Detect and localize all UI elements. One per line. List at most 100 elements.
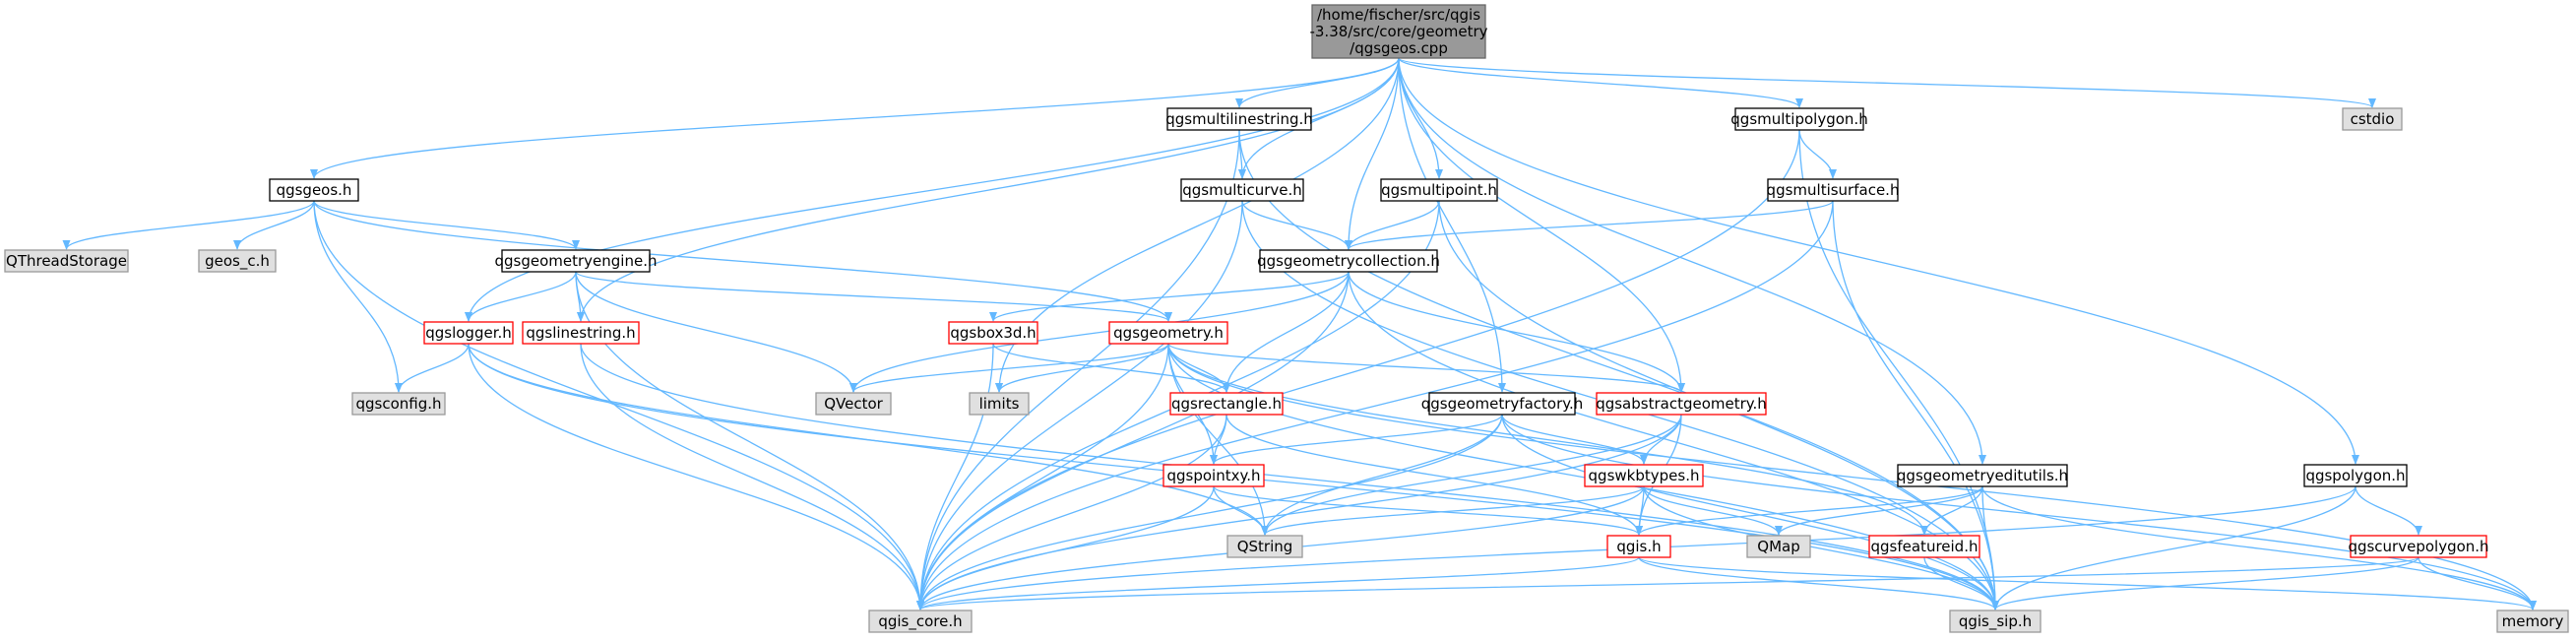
- edge-qgsgeometryeditutils-to-qgsfeatureid: [1920, 485, 1983, 536]
- node-box: [1606, 535, 1671, 558]
- edge-qgspolygon-to-qgscurvepolygon: [2355, 485, 2422, 536]
- node-qgspointxy[interactable]: qgspointxy.h: [1162, 464, 1265, 487]
- node-label: limits: [979, 395, 1020, 413]
- edge-qgsmulticurve-to-qgis-core: [916, 200, 1243, 610]
- node-box: [948, 321, 1038, 345]
- edge-qgslinestring-to-qgis-sip: [580, 343, 1999, 610]
- edge-qgsfeatureid-to-qgis-sip: [1923, 556, 1999, 610]
- edge-qgspolygon-to-qgis-sip: [1991, 485, 2356, 610]
- node-label: QString: [1237, 538, 1293, 555]
- edge-qgsgeometryeditutils-to-qgis-sip: [1981, 485, 1999, 610]
- node-qgsgeos[interactable]: qgsgeos.h: [269, 178, 359, 202]
- edge-root-to-cstdio: [1398, 57, 2376, 108]
- node-box: [1428, 392, 1576, 416]
- node-qmap[interactable]: QMap: [1746, 535, 1811, 558]
- node-qgis-sip[interactable]: qgis_sip.h: [1949, 610, 2042, 633]
- edge-qgsrectangle-to-qgis-core: [916, 414, 1227, 610]
- node-qgscurvepolygon[interactable]: qgscurvepolygon.h: [2348, 535, 2489, 558]
- edge-qgsgeometryengine-to-qgsgeometry: [575, 271, 1172, 322]
- node-label: qgswkbtypes.h: [1589, 467, 1700, 484]
- node-qgspolygon[interactable]: qgspolygon.h: [2303, 464, 2408, 487]
- node-qstring[interactable]: QString: [1226, 535, 1303, 558]
- node-label: qgsgeometryfactory.h: [1421, 395, 1584, 413]
- edge-root-to-qgslinestring: [577, 57, 1400, 322]
- node-label: qgscurvepolygon.h: [2348, 538, 2488, 555]
- node-geos-c[interactable]: geos_c.h: [198, 249, 277, 273]
- edge-qgscurvepolygon-to-qgis-core: [916, 556, 2419, 610]
- edge-qgsmultisurface-to-qgis-sip: [1832, 200, 1999, 610]
- node-box: [2303, 464, 2408, 487]
- node-label: qgspointxy.h: [1166, 467, 1260, 484]
- edge-qgsgeos-to-qgsconfig: [313, 200, 403, 393]
- node-qgsmultipolygon[interactable]: qgsmultipolygon.h: [1730, 107, 1868, 131]
- edge-root-to-qgsgeometrycollection: [1345, 57, 1400, 250]
- node-box: [1734, 107, 1864, 131]
- node-box: [2350, 535, 2487, 558]
- node-cstdio[interactable]: cstdio: [2342, 107, 2403, 131]
- node-qgsgeometryeditutils[interactable]: qgsgeometryeditutils.h: [1897, 464, 2068, 487]
- node-box: [868, 610, 973, 633]
- edge-qgslogger-to-qgis-core: [468, 343, 924, 610]
- node-box: [1162, 464, 1265, 487]
- node-label: qgsrectangle.h: [1171, 395, 1282, 413]
- node-qgsgeometry[interactable]: qgsgeometry.h: [1108, 321, 1228, 345]
- node-label: qgsbox3d.h: [950, 324, 1036, 342]
- edge-qgsgeometryfactory-to-memory: [1501, 414, 2537, 610]
- edge-qgsgeometrycollection-to-qgsrectangle: [1223, 271, 1350, 393]
- node-qgsconfig[interactable]: qgsconfig.h: [351, 392, 446, 416]
- node-qgsmultisurface[interactable]: qgsmultisurface.h: [1767, 178, 1900, 202]
- edge-qgsgeometry-to-qgsabstractgeometry: [1167, 343, 1685, 393]
- node-box: [2342, 107, 2403, 131]
- node-box: [423, 321, 514, 345]
- node-qgsabstractgeometry[interactable]: qgsabstractgeometry.h: [1596, 392, 1767, 416]
- node-label: qgsgeometryengine.h: [495, 252, 658, 270]
- node-qgsbox3d[interactable]: qgsbox3d.h: [948, 321, 1038, 345]
- node-qgsgeometryfactory[interactable]: qgsgeometryfactory.h: [1421, 392, 1584, 416]
- node-label: qgsmultipolygon.h: [1730, 110, 1867, 128]
- node-qgis-core[interactable]: qgis_core.h: [868, 610, 973, 633]
- node-qgis[interactable]: qgis.h: [1606, 535, 1671, 558]
- node-label: qgis.h: [1616, 538, 1661, 555]
- edge-qgsgeometryengine-to-qvector: [575, 271, 857, 393]
- node-qgsfeatureid[interactable]: qgsfeatureid.h: [1868, 535, 1980, 558]
- node-label: qgspolygon.h: [2305, 467, 2405, 484]
- edge-qgslinestring-to-qgis-core: [580, 343, 924, 610]
- edge-qgsgeos-to-qgis-core: [313, 200, 924, 610]
- node-qgsgeometrycollection[interactable]: qgsgeometrycollection.h: [1257, 249, 1440, 273]
- node-qgsmulticurve[interactable]: qgsmulticurve.h: [1180, 178, 1304, 202]
- node-root[interactable]: /home/fischer/src/qgis-3.38/src/core/geo…: [1309, 4, 1488, 59]
- edge-qgswkbtypes-to-qgis-sip: [1643, 485, 1999, 610]
- edge-qgsgeometry-to-qvector: [849, 343, 1169, 393]
- node-qgsmultilinestring[interactable]: qgsmultilinestring.h: [1165, 107, 1313, 131]
- node-label: qgsmulticurve.h: [1182, 181, 1302, 199]
- node-box: [1311, 4, 1486, 59]
- node-qgslogger[interactable]: qgslogger.h: [423, 321, 514, 345]
- edge-qgsmultipolygon-to-qgis-sip: [1798, 129, 1999, 610]
- edge-qgsmultisurface-to-qgsgeometrycollection: [1345, 200, 1834, 250]
- edge-root-to-qgslogger: [465, 57, 1400, 322]
- edge-qgsgeometrycollection-to-qgsabstractgeometry: [1348, 271, 1685, 393]
- node-qvector[interactable]: QVector: [815, 392, 892, 416]
- edge-qgswkbtypes-to-qstring: [1261, 485, 1645, 536]
- edge-qgsrectangle-to-qgis: [1225, 414, 1643, 536]
- edge-qgsgeos-to-qgsgeometryengine: [313, 200, 580, 250]
- node-box: [4, 249, 129, 273]
- node-label: qgsabstractgeometry.h: [1596, 395, 1767, 413]
- edge-qgsgeometry-to-qgis-sip: [1167, 343, 1999, 610]
- edge-qgslogger-to-qgsconfig: [395, 343, 470, 393]
- node-memory[interactable]: memory: [2496, 610, 2569, 633]
- node-box: [1259, 249, 1438, 273]
- node-qgsmultipoint[interactable]: qgsmultipoint.h: [1380, 178, 1498, 202]
- edge-qgsmulticurve-to-qgsgeometrycollection: [1241, 200, 1352, 250]
- node-label: QThreadStorage: [6, 252, 127, 270]
- node-limits[interactable]: limits: [969, 392, 1030, 416]
- node-qgslinestring[interactable]: qgslinestring.h: [522, 321, 640, 345]
- node-qgsgeometryengine[interactable]: qgsgeometryengine.h: [495, 249, 658, 273]
- node-label: -3.38/src/core/geometry: [1309, 23, 1487, 40]
- node-qgswkbtypes[interactable]: qgswkbtypes.h: [1584, 464, 1704, 487]
- edge-qgsgeometry-to-memory: [1167, 343, 2537, 610]
- node-qthreadstorage[interactable]: QThreadStorage: [4, 249, 129, 273]
- nodes-layer: /home/fischer/src/qgis-3.38/src/core/geo…: [4, 4, 2569, 633]
- node-qgsrectangle[interactable]: qgsrectangle.h: [1169, 392, 1284, 416]
- edge-qgsmultilinestring-to-qgis-sip: [1238, 129, 1999, 610]
